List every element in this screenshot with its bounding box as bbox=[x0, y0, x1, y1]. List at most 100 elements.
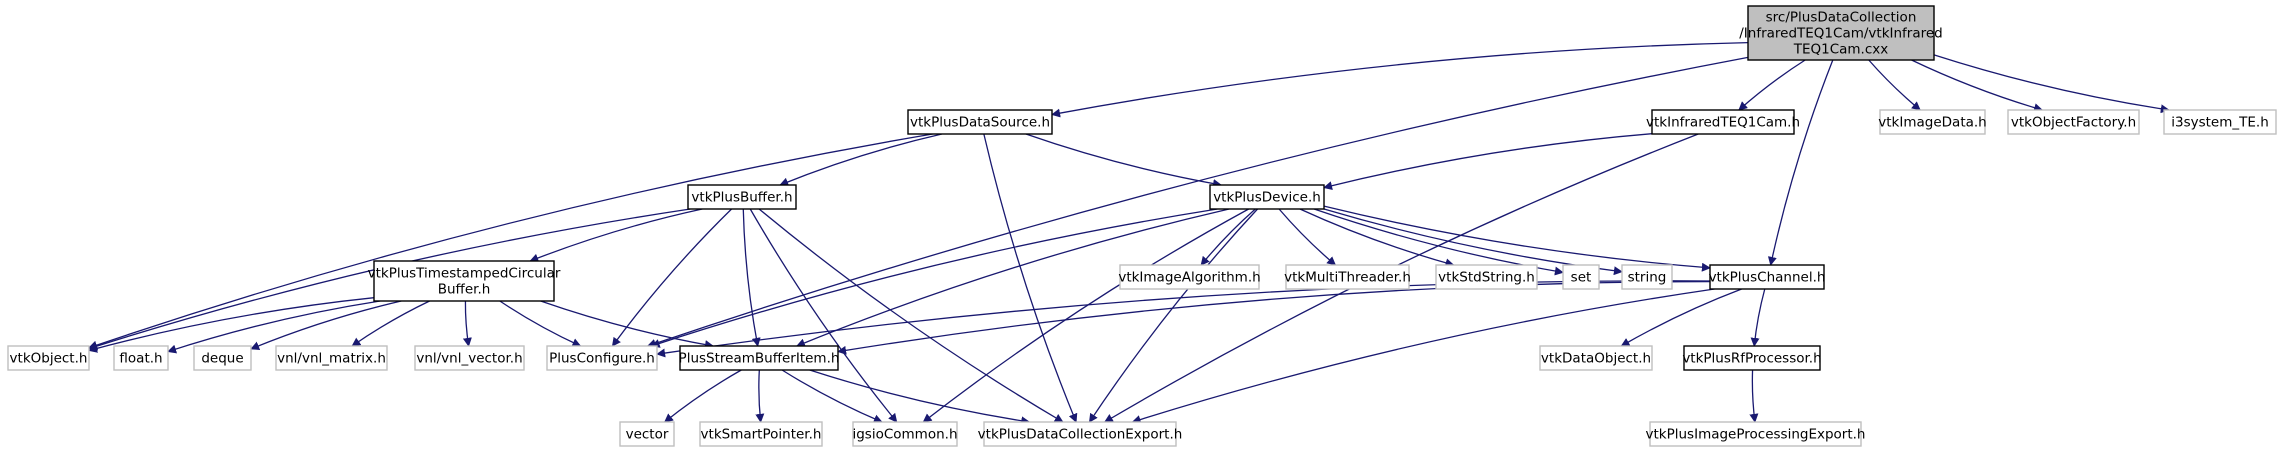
node-objectfactory: vtkObjectFactory.h bbox=[2007, 109, 2140, 135]
node-device-box bbox=[1209, 184, 1325, 210]
edge-datasource-to-dcexport bbox=[983, 133, 1078, 423]
node-infrared[interactable]: vtkInfraredTEQ1Cam.h bbox=[1646, 109, 1800, 135]
edge-buffer-to-streambufferitem bbox=[742, 208, 761, 347]
node-channel-label-line-0: vtkPlusChannel.h bbox=[1709, 270, 1826, 286]
node-imagedata-box bbox=[1879, 109, 1986, 135]
edge-circbuf-to-vnlvector bbox=[462, 300, 472, 347]
node-imagedata: vtkImageData.h bbox=[1878, 109, 1987, 135]
node-datasource[interactable]: vtkPlusDataSource.h bbox=[907, 109, 1053, 135]
node-object: vtkObject.h bbox=[7, 345, 90, 371]
node-channel[interactable]: vtkPlusChannel.h bbox=[1709, 264, 1826, 290]
node-dcexport-box bbox=[983, 421, 1177, 447]
node-object-box bbox=[7, 345, 90, 371]
edge-circbuf-to-plusconfigure bbox=[499, 300, 582, 347]
node-plusconfigure-label-line-0: PlusConfigure.h bbox=[549, 351, 655, 367]
edge-device-to-stdstring bbox=[1299, 208, 1455, 268]
edge-root-to-datasource bbox=[1051, 41, 1749, 118]
edge-circbuf-to-vnlmatrix bbox=[351, 300, 430, 347]
node-ipexport-label-line-0: vtkPlusImageProcessingExport.h bbox=[1646, 427, 1866, 443]
node-layer: src/PlusDataCollection/InfraredTEQ1Cam/v… bbox=[7, 5, 2277, 447]
node-string-label-line-0: string bbox=[1628, 270, 1667, 286]
node-objectfactory-box bbox=[2007, 109, 2140, 135]
node-i3system-box bbox=[2163, 109, 2277, 135]
edge-datasource-to-object bbox=[88, 133, 933, 350]
node-streambufferitem[interactable]: PlusStreamBufferItem.h bbox=[679, 345, 840, 371]
edge-buffer-to-plusconfigure bbox=[611, 208, 733, 347]
edge-root-to-infrared bbox=[1738, 59, 1806, 111]
node-root-box bbox=[1747, 5, 1935, 61]
edge-streambufferitem-to-igsiocommon bbox=[781, 369, 883, 423]
node-set-box bbox=[1562, 264, 1600, 290]
node-imagealgorithm-box bbox=[1119, 264, 1260, 290]
edge-datasource-to-buffer bbox=[779, 133, 943, 187]
node-imagealgorithm-label-line-0: vtkImageAlgorithm.h bbox=[1118, 270, 1260, 286]
node-vnlvector-label-line-0: vnl/vnl_vector.h bbox=[416, 351, 522, 367]
edge-datasource-to-device bbox=[1025, 133, 1222, 189]
edge-buffer-to-dcexport bbox=[758, 208, 1064, 423]
node-rfprocessor-label-line-0: vtkPlusRfProcessor.h bbox=[1682, 351, 1821, 367]
edge-root-to-i3system bbox=[1933, 54, 2170, 114]
node-float-label-line-0: float.h bbox=[119, 351, 162, 367]
node-smartpointer-label-line-0: vtkSmartPointer.h bbox=[701, 427, 822, 443]
edge-device-to-string bbox=[1323, 208, 1623, 276]
edge-root-to-channel bbox=[1767, 59, 1834, 266]
node-deque: deque bbox=[193, 345, 252, 371]
node-smartpointer: vtkSmartPointer.h bbox=[699, 421, 823, 447]
edge-infrared-to-device bbox=[1323, 133, 1653, 191]
edge-buffer-to-igsiocommon bbox=[749, 208, 898, 423]
node-dcexport-label-line-0: vtkPlusDataCollectionExport.h bbox=[978, 427, 1183, 443]
edge-streambufferitem-to-vector bbox=[663, 369, 742, 423]
node-root-label-line-1: /InfraredTEQ1Cam/vtkInfrared bbox=[1739, 26, 1943, 42]
node-infrared-box bbox=[1651, 109, 1795, 135]
node-stdstring: vtkStdString.h bbox=[1435, 264, 1538, 290]
node-stdstring-box bbox=[1435, 264, 1538, 290]
node-vector: vector bbox=[619, 421, 675, 447]
node-ipexport-box bbox=[1649, 421, 1862, 447]
node-buffer-box bbox=[687, 184, 797, 210]
node-streambufferitem-box bbox=[679, 345, 839, 371]
edge-circbuf-to-object bbox=[88, 297, 375, 353]
edge-circbuf-to-streambufferitem bbox=[540, 300, 714, 350]
edge-channel-to-dcexport bbox=[1131, 288, 1715, 424]
node-string-box bbox=[1621, 264, 1673, 290]
node-igsiocommon: igsioCommon.h bbox=[852, 421, 958, 447]
edge-device-to-set bbox=[1313, 208, 1564, 276]
node-imagedata-label-line-0: vtkImageData.h bbox=[1878, 115, 1986, 131]
node-streambufferitem-label-line-0: PlusStreamBufferItem.h bbox=[679, 351, 840, 367]
node-float-box bbox=[113, 345, 169, 371]
node-multithreader-label-line-0: vtkMultiThreader.h bbox=[1284, 270, 1411, 286]
node-device-label-line-0: vtkPlusDevice.h bbox=[1213, 190, 1321, 206]
node-root-label-line-0: src/PlusDataCollection bbox=[1766, 10, 1917, 26]
edge-rfprocessor-to-ipexport bbox=[1749, 369, 1759, 423]
node-vnlmatrix: vnl/vnl_matrix.h bbox=[275, 345, 388, 371]
edge-root-to-objectfactory bbox=[1911, 59, 2044, 113]
node-imagealgorithm: vtkImageAlgorithm.h bbox=[1118, 264, 1261, 290]
node-vnlvector: vnl/vnl_vector.h bbox=[414, 345, 525, 371]
node-i3system: i3system_TE.h bbox=[2163, 109, 2277, 135]
node-root[interactable]: src/PlusDataCollection/InfraredTEQ1Cam/v… bbox=[1739, 5, 1943, 61]
edge-streambufferitem-to-smartpointer bbox=[755, 369, 765, 423]
node-object-label-line-0: vtkObject.h bbox=[10, 351, 88, 367]
node-float: float.h bbox=[113, 345, 169, 371]
node-dataobject-box bbox=[1539, 345, 1653, 371]
node-buffer[interactable]: vtkPlusBuffer.h bbox=[687, 184, 797, 210]
edge-device-to-streambufferitem bbox=[796, 208, 1230, 348]
edge-channel-to-plusconfigure bbox=[656, 280, 1711, 358]
node-rfprocessor[interactable]: vtkPlusRfProcessor.h bbox=[1682, 345, 1822, 371]
node-vnlvector-box bbox=[414, 345, 525, 371]
node-circbuf-label-line-1: Buffer.h bbox=[438, 282, 491, 298]
node-plusconfigure-box bbox=[546, 345, 658, 371]
node-device[interactable]: vtkPlusDevice.h bbox=[1209, 184, 1325, 210]
node-igsiocommon-box bbox=[852, 421, 958, 447]
node-vector-box bbox=[619, 421, 675, 447]
edge-channel-to-rfprocessor bbox=[1750, 288, 1766, 347]
node-dataobject-label-line-0: vtkDataObject.h bbox=[1541, 351, 1651, 367]
edge-device-to-imagealgorithm bbox=[1200, 208, 1256, 266]
edge-circbuf-to-float bbox=[167, 300, 381, 354]
node-rfprocessor-box bbox=[1683, 345, 1821, 371]
node-i3system-label-line-0: i3system_TE.h bbox=[2171, 115, 2269, 131]
node-datasource-box bbox=[907, 109, 1053, 135]
edge-root-to-plusconfigure bbox=[646, 56, 1749, 348]
